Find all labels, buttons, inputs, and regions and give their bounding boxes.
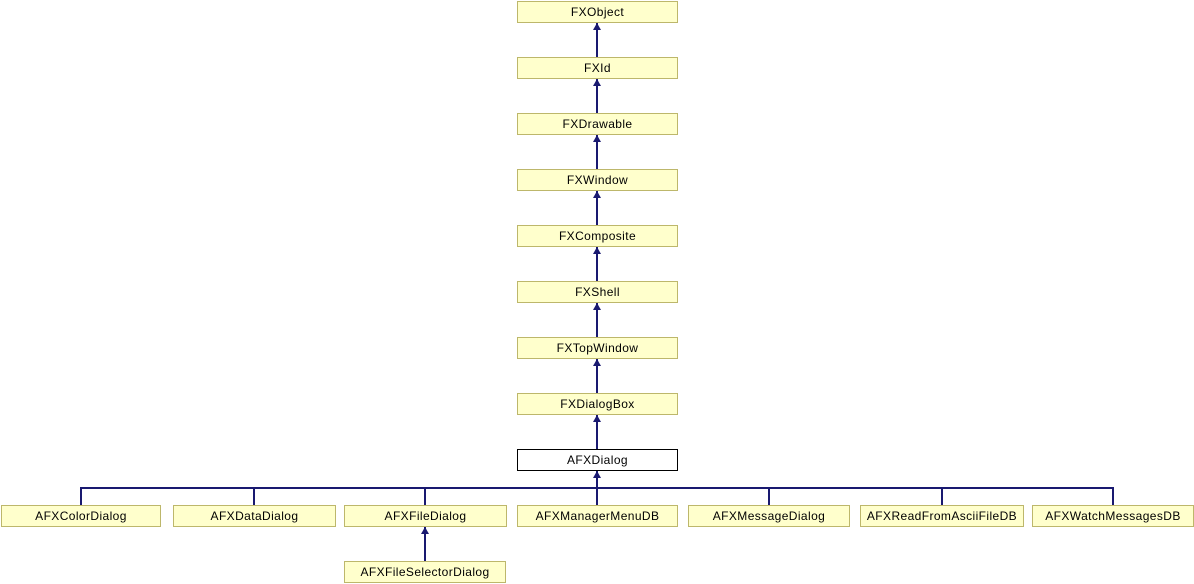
class-node-fxid[interactable]: FXId [517,57,678,79]
arrow-up-icon [421,527,429,534]
inheritance-edge-line [596,23,598,57]
arrow-up-icon [593,359,601,366]
arrow-up-icon [593,23,601,30]
arrow-up-icon [593,79,601,86]
inheritance-edge-line [424,527,426,561]
arrow-up-icon [593,191,601,198]
class-node-afxfiledialog[interactable]: AFXFileDialog [344,505,507,527]
class-node-afxwatchmessagesdb[interactable]: AFXWatchMessagesDB [1032,505,1194,527]
class-node-fxshell[interactable]: FXShell [517,281,678,303]
class-node-afxcolordialog[interactable]: AFXColorDialog [1,505,161,527]
class-node-fxwindow[interactable]: FXWindow [517,169,678,191]
class-node-fxtopwindow[interactable]: FXTopWindow [517,337,678,359]
arrow-up-icon [593,247,601,254]
class-node-afxfileselectordialog[interactable]: AFXFileSelectorDialog [344,561,506,583]
class-node-fxdrawable[interactable]: FXDrawable [517,113,678,135]
inheritance-stub-line [1112,487,1114,505]
class-node-fxcomposite[interactable]: FXComposite [517,225,678,247]
inheritance-edge-line [596,247,598,281]
arrow-up-icon [593,415,601,422]
inheritance-edge-line [596,359,598,393]
inheritance-stub-line [768,487,770,505]
inheritance-stub-line [941,487,943,505]
inheritance-edge-line [596,191,598,225]
arrow-up-icon [593,471,601,478]
arrow-up-icon [593,303,601,310]
arrow-up-icon [593,135,601,142]
class-node-fxobject[interactable]: FXObject [517,1,678,23]
class-node-afxdialog: AFXDialog [517,449,678,471]
inheritance-stub-line [253,487,255,505]
inheritance-edge-line [596,415,598,449]
inheritance-edge-line [596,303,598,337]
inheritance-stub-line [80,487,82,505]
class-node-afxreadfromasciifiledb[interactable]: AFXReadFromAsciiFileDB [860,505,1024,527]
inheritance-bus-line [80,487,1114,489]
class-node-fxdialogbox[interactable]: FXDialogBox [517,393,678,415]
inheritance-edge-line [596,135,598,169]
class-node-afxdatadialog[interactable]: AFXDataDialog [173,505,336,527]
inheritance-edge-line [596,79,598,113]
class-node-afxmanagermenudb[interactable]: AFXManagerMenuDB [517,505,678,527]
class-node-afxmessagedialog[interactable]: AFXMessageDialog [688,505,850,527]
inheritance-stub-line [424,487,426,505]
